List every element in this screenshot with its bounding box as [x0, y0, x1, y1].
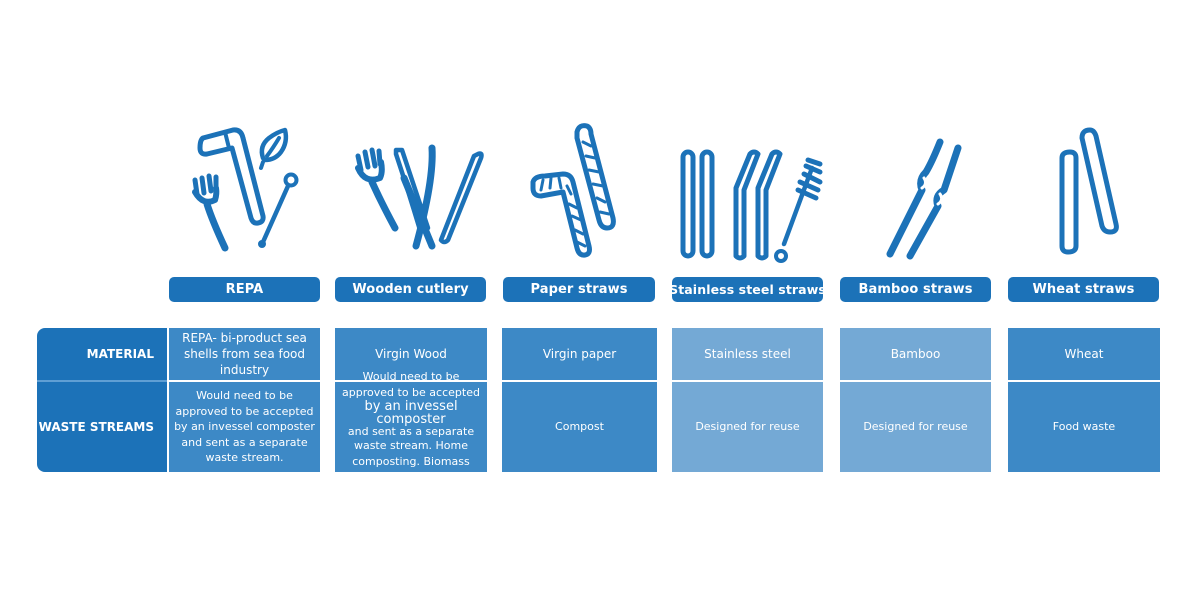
column-label-bamboo-straws: Bamboo straws — [840, 277, 991, 302]
paper-straws-icon — [525, 118, 625, 263]
waste-line: by an invessel composter — [364, 399, 458, 428]
waste-line: approved to be accepted — [342, 385, 480, 399]
material-cell-wheat: Wheat — [1008, 328, 1160, 380]
material-cell-wooden-cutlery: Virgin Wood — [335, 328, 487, 380]
row-header-waste-streams: WASTE STREAMS — [38, 420, 154, 434]
waste-line: Would need to be — [362, 370, 460, 384]
waste-line: composting. Biomass boiler — [352, 454, 470, 484]
waste-cell-wheat: Food waste — [1008, 382, 1160, 472]
material-cell-bamboo: Bamboo — [840, 328, 991, 380]
waste-line: waste stream. Home — [353, 439, 469, 453]
row-header-material: MATERIAL — [86, 347, 154, 361]
waste-cell-stainless-steel: Designed for reuse — [672, 382, 823, 472]
row-divider — [37, 380, 167, 382]
wooden-fork-knife-stirrer-icon — [350, 140, 490, 260]
waste-cell-paper-straws: Compost — [502, 382, 657, 472]
waste-cell-bamboo: Designed for reuse — [840, 382, 991, 472]
bamboo-straws-icon — [880, 132, 970, 262]
row-header-column: MATERIAL WASTE STREAMS — [37, 328, 167, 472]
material-cell-paper-straws: Virgin paper — [502, 328, 657, 380]
repa-cutlery-straw-stirrer-leaf-icon — [185, 120, 305, 260]
material-cell-stainless-steel: Stainless steel — [672, 328, 823, 380]
column-label-wheat-straws: Wheat straws — [1008, 277, 1159, 302]
material-cell-repa: REPA- bi-product sea shells from sea foo… — [169, 328, 320, 380]
waste-cell-wooden-cutlery: Would need to be approved to be accepted… — [335, 370, 487, 483]
column-label-stainless-steel-straws: Stainless steel straws — [669, 277, 826, 302]
waste-line: and sent as a separate — [347, 425, 475, 439]
column-label-wooden-cutlery: Wooden cutlery — [335, 277, 486, 302]
wheat-straws-icon — [1052, 126, 1127, 256]
column-label-paper-straws: Paper straws — [503, 277, 655, 302]
waste-cell-repa: Would need to be approved to be accepted… — [169, 382, 320, 472]
column-label-repa: REPA — [169, 277, 320, 302]
steel-straws-brush-icon — [678, 148, 828, 268]
